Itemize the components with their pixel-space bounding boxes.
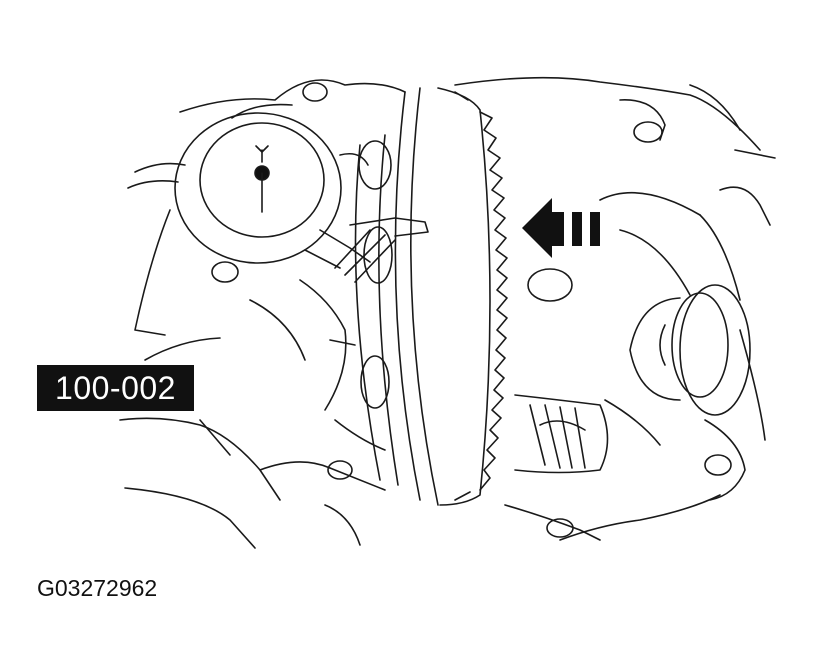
differential-carrier — [354, 87, 439, 506]
ring-gear — [437, 87, 508, 506]
housing-outline — [119, 76, 776, 549]
dial-indicator — [174, 112, 429, 283]
bolt-holes — [211, 82, 732, 538]
side-bearing — [599, 191, 751, 416]
indicator-mount — [249, 140, 393, 451]
figure-id-text: G03272962 — [37, 575, 158, 601]
direction-arrow-icon — [522, 198, 600, 258]
pinion-gears — [514, 394, 661, 474]
tool-number-label: 100-002 — [37, 365, 194, 411]
